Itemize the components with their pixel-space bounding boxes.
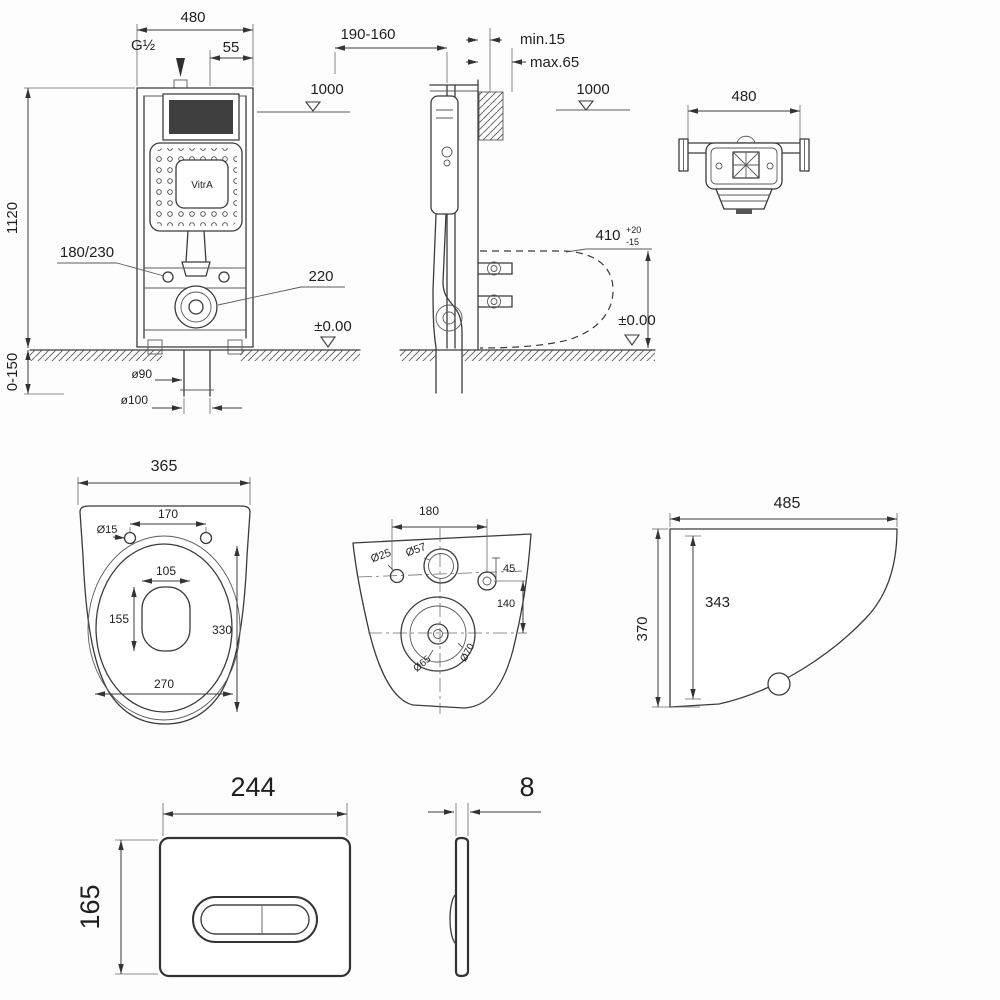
flush-bend-side xyxy=(432,213,463,394)
view-frame-side: 190-160 min.15 max.65 xyxy=(334,26,656,394)
dim-plate-height: 165 xyxy=(75,884,105,929)
dim-frame-width: 480 xyxy=(180,9,205,26)
flush-button xyxy=(192,896,318,943)
view-bowl-bottom: 180 Ø25 Ø57 45 140 Ø65 Ø70 xyxy=(352,504,532,714)
dim-pipe-d100: ø100 xyxy=(121,393,149,407)
flush-pipe-front xyxy=(181,230,211,277)
dim-bowl-length: 485 xyxy=(774,495,801,512)
dim-cover-min: min.15 xyxy=(520,31,565,48)
dim-hole-dia: Ø15 xyxy=(97,524,118,536)
dim-floor-level: ±0.00 xyxy=(314,318,351,335)
level-symbol xyxy=(304,101,322,112)
view-bowl-top: 365 170 Ø15 105 155 330 270 xyxy=(77,458,251,725)
dim-frame-top-width: 480 xyxy=(731,88,756,105)
cistern-top xyxy=(705,142,783,214)
dim-offset-45: 45 xyxy=(503,563,515,575)
dim-pipe-d90: ø90 xyxy=(131,367,152,381)
dim-rim-height: 410 xyxy=(595,227,620,244)
dim-inlet-thread: G½ xyxy=(131,37,156,54)
level-symbol xyxy=(623,334,641,346)
dim-bowl-width: 365 xyxy=(151,458,178,475)
rim-inner xyxy=(95,543,233,713)
level-symbol xyxy=(319,336,337,348)
bowl-side-outline xyxy=(669,528,898,708)
floor-side xyxy=(399,349,656,361)
view-frame-top: 480 xyxy=(678,88,810,214)
dim-inner-width: 270 xyxy=(154,677,174,691)
outlet-bottom xyxy=(400,596,476,672)
dim-outlet-height: 220 xyxy=(308,268,333,285)
mounting-studs xyxy=(477,261,513,309)
view-plate-side: 8 xyxy=(428,772,541,978)
trapway-top xyxy=(141,586,191,652)
dim-trap-width: 105 xyxy=(156,564,176,578)
rim-outer xyxy=(87,535,241,721)
dim-bowl-height: 370 xyxy=(634,616,651,641)
inlet-hole xyxy=(423,548,459,584)
view-plate-front: 244 165 xyxy=(75,772,352,978)
plate-side-profile xyxy=(454,836,470,978)
dim-plate-height: 1000 xyxy=(310,81,343,98)
outlet-side xyxy=(767,672,791,696)
bowl-outline-dashed xyxy=(479,250,614,349)
floor-front xyxy=(29,349,361,361)
dim-hole-spacing: 170 xyxy=(158,507,178,521)
dim-rim-tol-plus: +20 xyxy=(626,225,641,235)
dim-bolt-spacing: 180/230 xyxy=(60,244,114,261)
button-bump xyxy=(449,893,457,945)
access-panel xyxy=(162,93,240,141)
level-symbol xyxy=(577,100,595,111)
waste-pipe xyxy=(180,349,214,397)
dim-bottom-hole-spacing: 180 xyxy=(419,504,439,518)
dim-plate-height-side: 1000 xyxy=(576,81,609,98)
outlet-front xyxy=(174,285,218,329)
dim-floor-level-side: ±0.00 xyxy=(618,312,655,329)
dim-plate-width: 244 xyxy=(230,772,275,802)
wall-section xyxy=(477,79,504,351)
cistern-front: VitrA xyxy=(149,142,243,232)
dim-leg-range: 0-150 xyxy=(4,353,21,391)
dim-frame-height: 1120 xyxy=(4,202,21,234)
dim-frame-depth: 190-160 xyxy=(340,26,395,43)
view-frame-front: 480 G½ 55 xyxy=(4,9,361,414)
dim-cover-max: max.65 xyxy=(530,54,579,71)
dim-trap-length: 155 xyxy=(109,612,129,626)
cistern-side xyxy=(430,95,459,215)
frame-outline xyxy=(136,87,254,355)
view-bowl-side: 485 370 343 xyxy=(634,495,898,708)
brand-label: VitrA xyxy=(191,180,213,191)
dim-plate-thickness: 8 xyxy=(519,772,534,802)
dim-bowl-inner-height: 343 xyxy=(705,594,730,611)
dim-inlet-offset: 55 xyxy=(223,39,240,56)
fixing-hole xyxy=(389,568,405,584)
water-inlet-arrow-icon xyxy=(176,58,185,77)
dim-inner-length: 330 xyxy=(212,623,232,637)
fixing-hole xyxy=(199,531,213,545)
fixing-hole xyxy=(123,531,137,545)
dim-offset-140: 140 xyxy=(497,598,515,610)
dim-rim-tol-minus: -15 xyxy=(626,237,639,247)
